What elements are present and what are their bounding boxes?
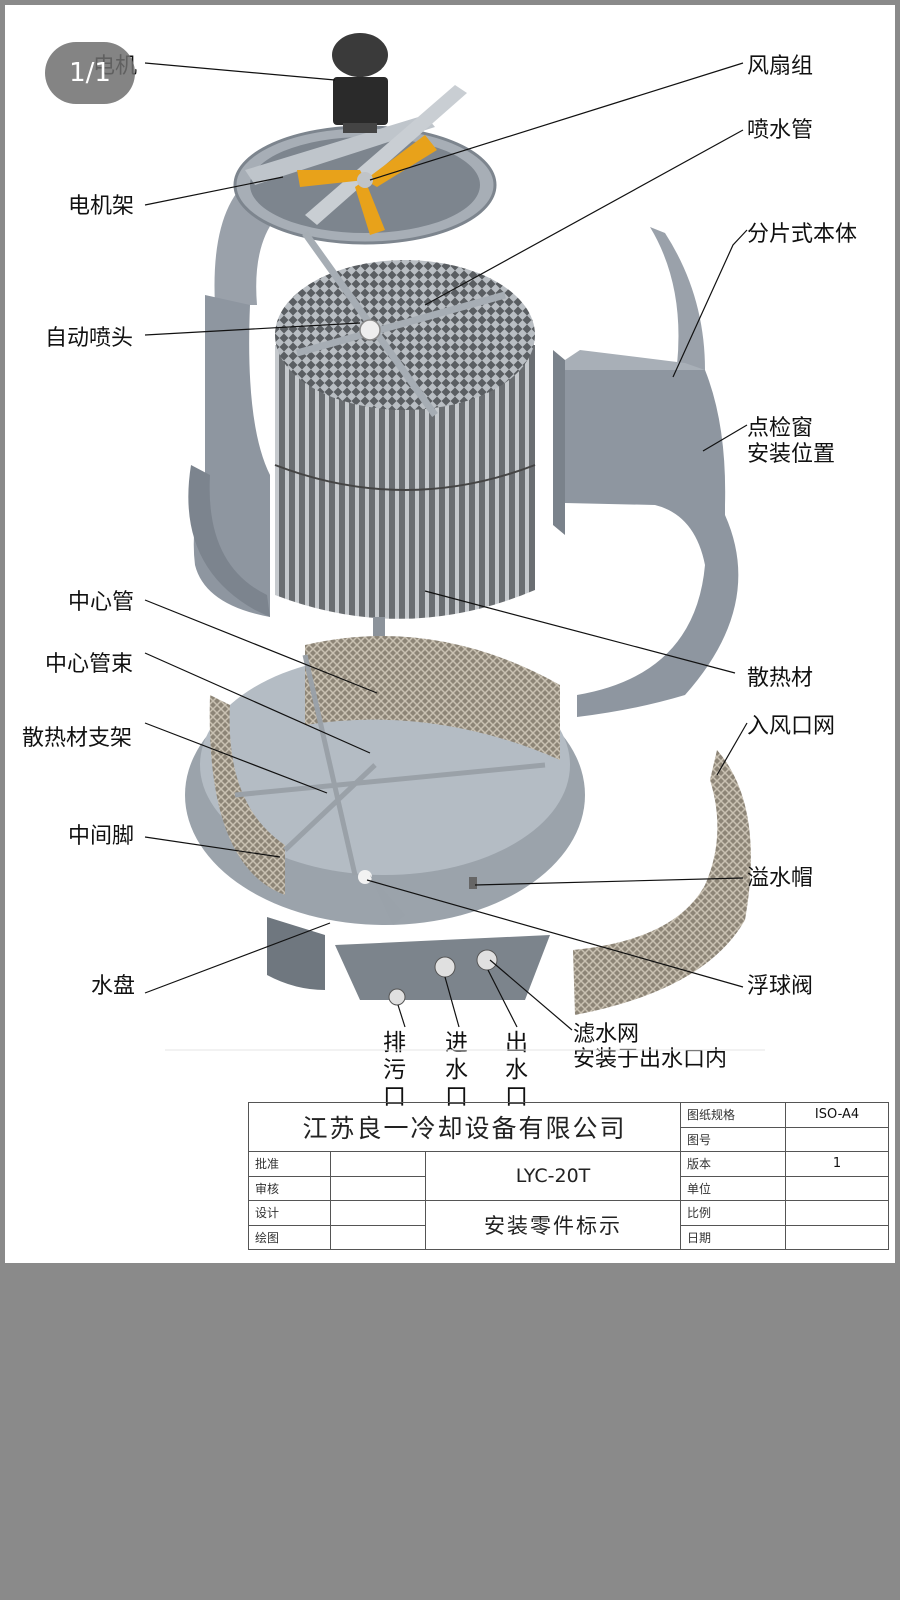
- scale-label: 比例: [680, 1200, 787, 1226]
- approve-value: [330, 1151, 426, 1177]
- company-name: 江苏良一冷却设备有限公司: [247, 1102, 682, 1152]
- label-middle-leg: 中间脚: [68, 824, 134, 849]
- approve-label: 批准: [248, 1151, 331, 1177]
- drawing-sheet: 电机 风扇组 喷水管 电机架 分片式本体 自动喷头 点检窗 安装位置 中心管 中…: [5, 5, 895, 1263]
- title-block: 江苏良一冷却设备有限公司 图纸规格 ISO-A4 图号 批准 LYC-20T 版…: [247, 1102, 890, 1250]
- svg-text:水: 水: [445, 1057, 468, 1083]
- svg-text:出: 出: [505, 1030, 528, 1056]
- heat-fill: [274, 260, 536, 619]
- label-spray-pipe: 喷水管: [747, 118, 813, 143]
- version-label: 版本: [680, 1151, 787, 1177]
- svg-text:污: 污: [383, 1057, 406, 1083]
- label-center-pipe: 中心管: [68, 590, 134, 615]
- label-water-basin: 水盘: [91, 974, 135, 999]
- label-overflow-cap: 溢水帽: [747, 866, 813, 891]
- paper-size-label: 图纸规格: [680, 1102, 787, 1128]
- drafter-label: 绘图: [248, 1224, 331, 1250]
- svg-text:水: 水: [505, 1057, 528, 1083]
- cooling-tower-exploded-illustration: 电机 风扇组 喷水管 电机架 分片式本体 自动喷头 点检窗 安装位置 中心管 中…: [22, 33, 857, 1110]
- drawing-no-value: [785, 1126, 890, 1152]
- label-inspection-window: 点检窗: [747, 416, 813, 441]
- review-value: [330, 1175, 426, 1201]
- design-label: 设计: [248, 1200, 331, 1226]
- svg-text:排: 排: [383, 1030, 406, 1056]
- label-sectional-body: 分片式本体: [747, 222, 857, 247]
- label-motor-frame: 电机架: [68, 194, 134, 219]
- label-filter: 滤水网: [573, 1022, 639, 1047]
- page-indicator-badge[interactable]: 1/1: [45, 42, 135, 104]
- paper-size-value: ISO-A4: [785, 1102, 890, 1128]
- spray-pipes: [296, 230, 506, 418]
- label-water-outlet: 出 水 口: [505, 1030, 528, 1110]
- label-fill-support: 散热材支架: [22, 726, 132, 751]
- label-heat-fill: 散热材: [747, 666, 813, 691]
- pipe-ports: [388, 949, 498, 1006]
- svg-text:进: 进: [445, 1030, 468, 1056]
- water-basin: [185, 636, 585, 1000]
- date-value: [785, 1224, 890, 1250]
- version-value: 1: [785, 1151, 890, 1177]
- leader-lines: [144, 62, 748, 1031]
- unit-label: 单位: [680, 1175, 787, 1201]
- label-auto-sprinkler: 自动喷头: [45, 326, 133, 351]
- label-center-pipe-bundle: 中心管束: [45, 652, 133, 677]
- label-inlet-screen: 入风口网: [747, 714, 835, 739]
- design-value: [330, 1200, 426, 1226]
- date-label: 日期: [680, 1224, 787, 1250]
- drawing-subject: 安装零件标示: [424, 1200, 682, 1250]
- inlet-screen: [573, 750, 751, 1015]
- fan-assembly: [297, 135, 437, 235]
- review-label: 审核: [248, 1175, 331, 1201]
- label-water-inlet: 进 水 口: [445, 1030, 468, 1110]
- label-fan-group: 风扇组: [747, 54, 813, 79]
- unit-value: [785, 1175, 890, 1201]
- label-float-valve: 浮球阀: [747, 974, 813, 999]
- motor: [332, 33, 388, 133]
- model-number: LYC-20T: [424, 1151, 682, 1201]
- drafter-value: [330, 1224, 426, 1250]
- title-block-table: 江苏良一冷却设备有限公司 图纸规格 ISO-A4 图号 批准 LYC-20T 版…: [247, 1102, 890, 1250]
- tower-body-right-half: [553, 227, 739, 717]
- drawing-no-label: 图号: [680, 1126, 787, 1152]
- scale-value: [785, 1200, 890, 1226]
- label-filter-location: 安装于出水口内: [573, 1047, 727, 1072]
- label-inspection-window-position: 安装位置: [747, 442, 835, 467]
- label-drain: 排 污 口: [383, 1030, 406, 1110]
